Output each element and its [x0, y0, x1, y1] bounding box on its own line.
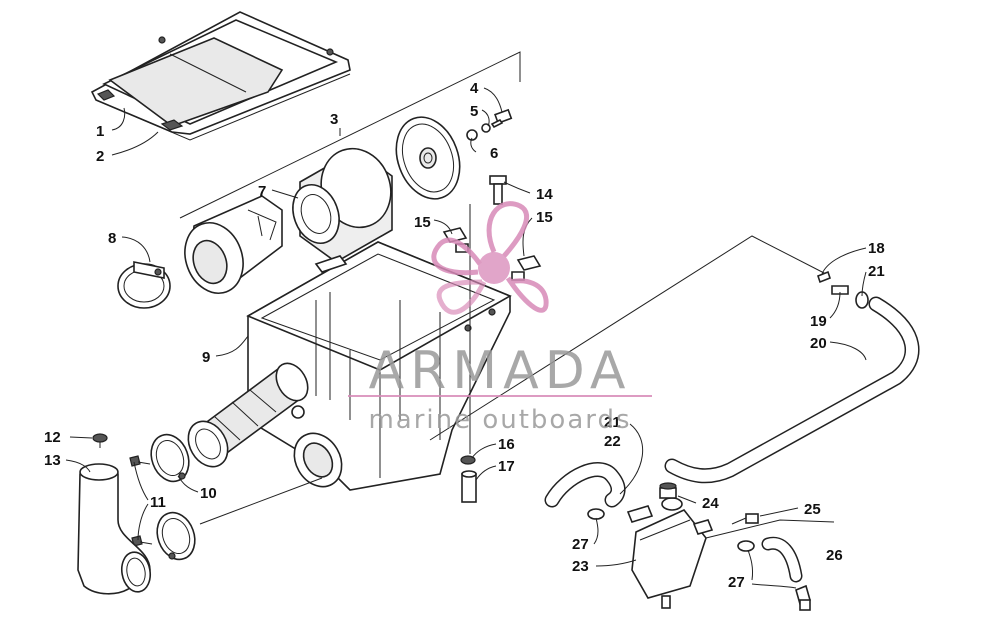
hose-clamp-8 [117, 261, 171, 309]
hose-26 [761, 536, 811, 611]
vent-hose-20 [664, 296, 920, 484]
callout-11: 11 [150, 494, 166, 511]
callout-16: 16 [498, 436, 515, 453]
callout-4: 4 [470, 80, 479, 97]
fittings-18-19-21 [817, 270, 869, 309]
grommet-12 [92, 433, 108, 448]
screw-11-upper [129, 455, 151, 467]
callout-13: 13 [44, 452, 61, 469]
fitting-24 [659, 482, 677, 499]
valve-23 [626, 497, 714, 609]
intake-adapter [184, 195, 283, 294]
washer-16 [460, 455, 476, 465]
callout-17: 17 [498, 458, 515, 475]
callout-26: 26 [826, 547, 843, 564]
callout-5: 5 [470, 103, 478, 120]
watermark-tagline: marine outboards [368, 405, 631, 435]
callout-12: 12 [44, 429, 61, 446]
callout-24: 24 [702, 495, 719, 512]
clamp-27a [587, 508, 605, 520]
callout-10: 10 [200, 485, 217, 502]
propeller-logo [431, 201, 549, 315]
hose-clamp-10-upper [150, 433, 190, 483]
spacer-17 [461, 470, 477, 503]
drain-hose-22 [544, 462, 626, 508]
intake-duct [77, 463, 152, 595]
alignment-line [199, 477, 323, 525]
callout-numbers: 1 2 3 4 5 6 7 8 9 10 11 12 13 14 15 15 1… [44, 80, 885, 591]
callout-14: 14 [536, 186, 553, 203]
bracket-26 [705, 519, 835, 539]
callout-25: 25 [804, 501, 821, 518]
callout-27-right: 27 [728, 574, 745, 591]
callout-2: 2 [96, 148, 104, 165]
screw-11-lower [131, 535, 153, 547]
callout-22: 22 [604, 433, 621, 450]
airbox-cover [90, 11, 351, 141]
callout-15-left: 15 [414, 214, 431, 231]
callout-9: 9 [202, 349, 210, 366]
callout-1: 1 [96, 123, 104, 140]
callout-8: 8 [108, 230, 116, 247]
callout-23: 23 [572, 558, 589, 575]
hose-bracket-20 [429, 235, 827, 441]
foam-filter-element [292, 147, 393, 263]
callout-21-top: 21 [868, 263, 885, 280]
callout-7: 7 [258, 183, 266, 200]
filter-end-cap [395, 116, 461, 200]
bolt-25 [731, 513, 759, 525]
assembly-bracket-3 [179, 51, 521, 219]
clamp-27b [737, 540, 755, 552]
callout-3: 3 [330, 111, 338, 128]
callout-6: 6 [490, 145, 498, 162]
clip-15-right [511, 255, 542, 281]
callout-20: 20 [810, 335, 827, 352]
armada-watermark: ARMADA marine outboards [348, 201, 652, 435]
bolt-14 [489, 175, 507, 205]
watermark-brand: ARMADA [369, 341, 632, 401]
callout-18: 18 [868, 240, 885, 257]
callout-15-right: 15 [536, 209, 553, 226]
leader-lines [65, 87, 867, 589]
callout-21-bottom: 21 [604, 414, 621, 431]
callout-19: 19 [810, 313, 827, 330]
callout-27-left: 27 [572, 536, 589, 553]
hose-clamp-10-lower [156, 511, 196, 561]
